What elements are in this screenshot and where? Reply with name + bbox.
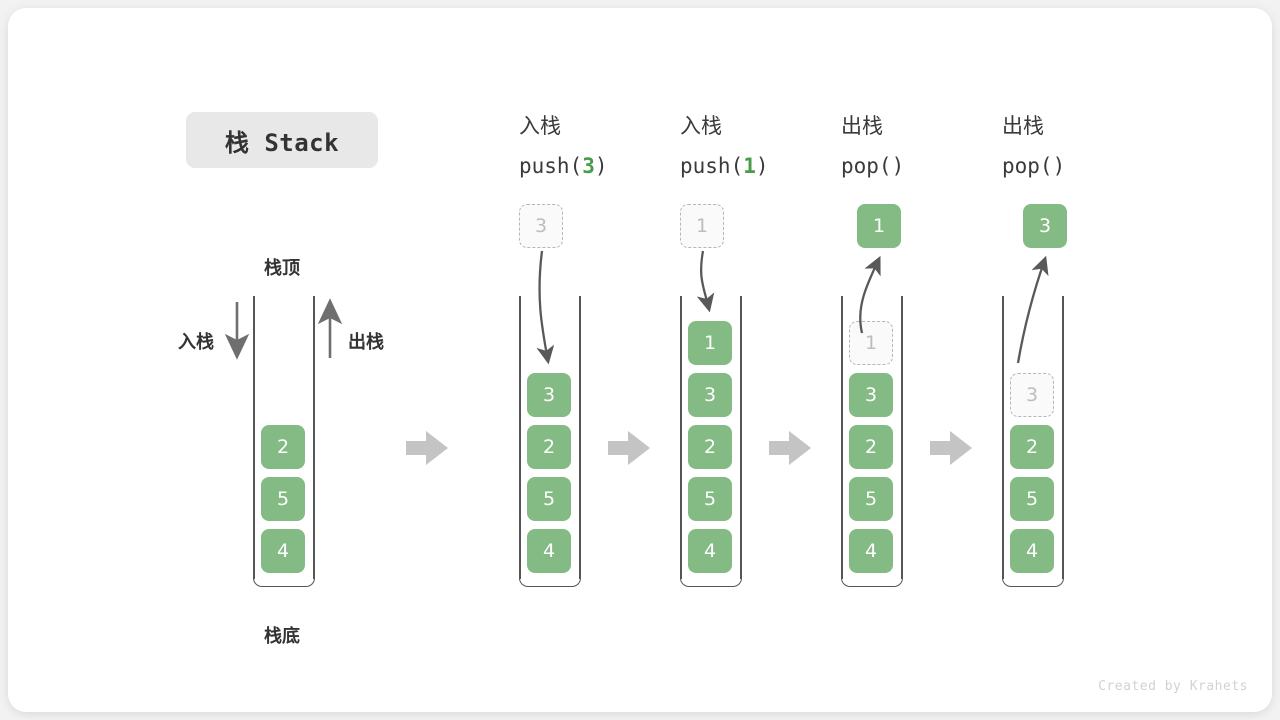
stack-wall-left (519, 296, 521, 579)
stack-cell: 4 (527, 529, 571, 573)
op-heading-code: pop() (841, 154, 905, 178)
stack-cell-ghost: 1 (849, 321, 893, 365)
floating-element-ghost: 3 (519, 204, 563, 248)
op-heading-code: push(3) (519, 154, 608, 178)
stack-cell: 3 (688, 373, 732, 417)
stack-cell: 2 (261, 425, 305, 469)
flow-arrow-icon (769, 431, 811, 465)
stack-cell: 5 (688, 477, 732, 521)
watermark-credit: Created by Krahets (1098, 679, 1248, 694)
stack-wall-right (1062, 296, 1064, 579)
stack-cell-ghost: 3 (1010, 373, 1054, 417)
page-title: 栈 Stack (224, 128, 340, 157)
stack-cell: 4 (849, 529, 893, 573)
stack-wall-right (901, 296, 903, 579)
stack-cell: 5 (527, 477, 571, 521)
op-heading-cn: 出栈 (1002, 114, 1044, 138)
stack-cell: 5 (1010, 477, 1054, 521)
stack-container-initial (253, 296, 315, 587)
stack-floor (680, 574, 742, 587)
diagram-title-chip: 栈 Stack (186, 112, 378, 168)
stack-wall-left (1002, 296, 1004, 579)
stack-cell: 1 (688, 321, 732, 365)
diagram-stage: 栈 Stack 栈顶 栈底 入栈 出栈 2 5 4 入栈 push(3) 3 3… (8, 8, 1272, 712)
stack-wall-left (253, 296, 255, 579)
label-stack-bottom: 栈底 (264, 626, 300, 647)
op-heading-cn: 出栈 (841, 114, 883, 138)
op-heading-push-3: 入栈 push(3) (519, 106, 608, 186)
stack-floor (519, 574, 581, 587)
op-heading-pop-3: 出栈 pop() (1002, 106, 1065, 186)
op-heading-code: pop() (1002, 154, 1066, 178)
op-heading-cn: 入栈 (680, 114, 722, 138)
stack-container-pop-1 (841, 296, 903, 587)
stack-cell: 4 (1010, 529, 1054, 573)
label-stack-top: 栈顶 (264, 258, 300, 279)
stack-container-push-1 (680, 296, 742, 587)
flow-arrow-icon (930, 431, 972, 465)
stack-cell: 2 (1010, 425, 1054, 469)
stack-cell: 5 (849, 477, 893, 521)
op-heading-code: push(1) (680, 154, 769, 178)
flow-arrow-icon (608, 431, 650, 465)
op-heading-cn: 入栈 (519, 114, 561, 138)
label-pop-side: 出栈 (348, 332, 384, 353)
stack-cell: 3 (849, 373, 893, 417)
floating-element-ghost: 1 (680, 204, 724, 248)
stack-cell: 2 (688, 425, 732, 469)
op-heading-pop-1: 出栈 pop() (841, 106, 904, 186)
stack-cell: 2 (849, 425, 893, 469)
stack-container-pop-3 (1002, 296, 1064, 587)
stack-floor (1002, 574, 1064, 587)
stack-wall-right (579, 296, 581, 579)
op-heading-push-1: 入栈 push(1) (680, 106, 769, 186)
floating-element-popped: 3 (1023, 204, 1067, 248)
floating-element-popped: 1 (857, 204, 901, 248)
stack-cell: 4 (261, 529, 305, 573)
stack-cell: 3 (527, 373, 571, 417)
diagram-card: 栈 Stack 栈顶 栈底 入栈 出栈 2 5 4 入栈 push(3) 3 3… (8, 8, 1272, 712)
stack-cell: 4 (688, 529, 732, 573)
stack-cell: 5 (261, 477, 305, 521)
stack-wall-left (680, 296, 682, 579)
stack-floor (841, 574, 903, 587)
stack-cell: 2 (527, 425, 571, 469)
flow-arrow-icon (406, 431, 448, 465)
label-push-side: 入栈 (178, 332, 214, 353)
stack-wall-left (841, 296, 843, 579)
stack-wall-right (313, 296, 315, 579)
stack-floor (253, 574, 315, 587)
stack-wall-right (740, 296, 742, 579)
stack-container-push-3 (519, 296, 581, 587)
